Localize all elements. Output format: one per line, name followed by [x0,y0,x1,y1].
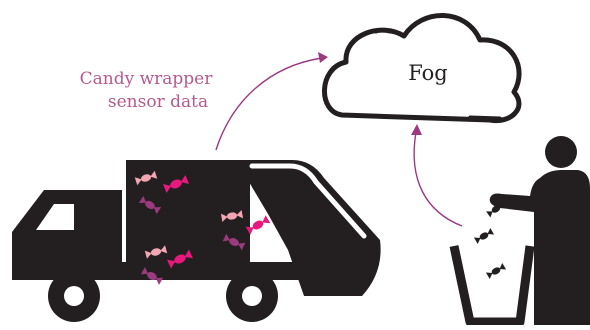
edge-label-line1: Candy wrapper [80,69,214,89]
arrow-bin-to-fog [411,124,462,226]
trash-can-icon [454,200,530,322]
arrow-truck-to-fog [216,52,328,150]
edge-label-line2: sensor data [108,92,208,112]
garbage-truck-icon [12,160,381,322]
fog-label: Fog [408,61,448,85]
person-icon [490,136,590,325]
